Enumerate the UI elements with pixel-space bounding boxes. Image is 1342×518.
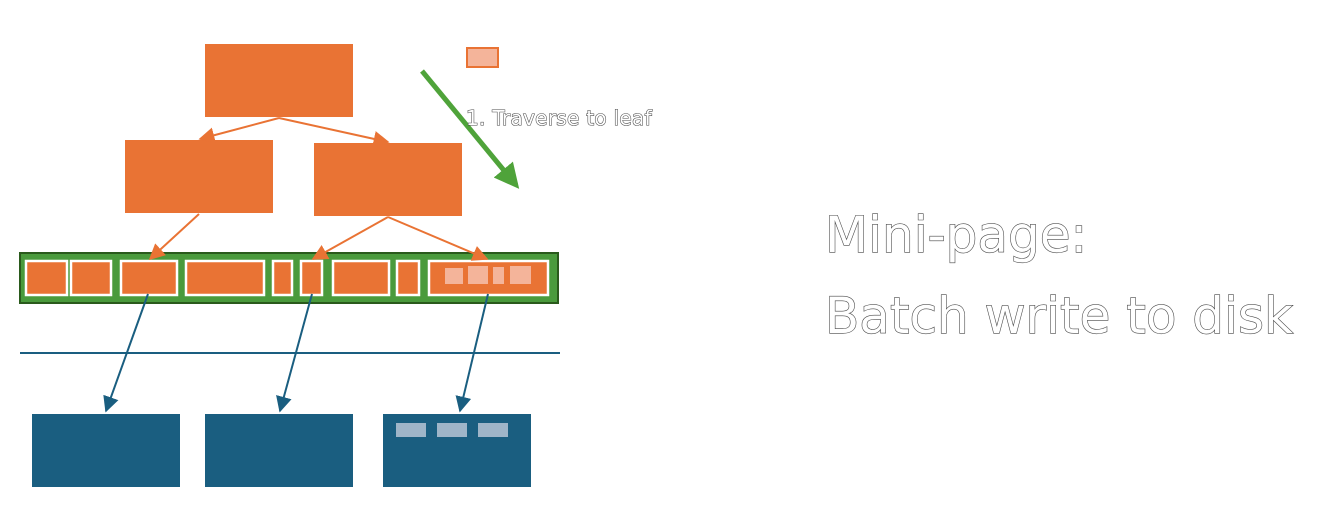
incoming-record <box>466 47 499 68</box>
writeback-arrow <box>276 293 313 413</box>
disk-record <box>396 423 426 437</box>
buffered-record <box>510 266 531 284</box>
edge-right-to-minipage-a <box>311 216 389 260</box>
writeback-arrow <box>455 293 489 413</box>
headline-line-1: Mini-page: <box>825 206 1087 264</box>
headline-line-2: Batch write to disk <box>825 287 1293 345</box>
inner-node-right <box>314 143 462 216</box>
mini-page <box>24 259 69 297</box>
disk-page <box>32 414 180 487</box>
mini-page <box>395 259 421 297</box>
disk-record <box>437 423 467 437</box>
mini-page <box>331 259 391 297</box>
mini-page <box>184 259 266 297</box>
buffered-record <box>468 266 488 284</box>
traverse-arrow <box>420 69 520 189</box>
buffered-record <box>493 267 504 284</box>
disk-page <box>205 414 353 487</box>
mini-page <box>299 259 324 297</box>
inner-node-left <box>125 140 273 213</box>
edge-right-to-minipage-b <box>387 216 489 261</box>
root-node <box>205 44 353 117</box>
edge-left-to-minipage <box>148 213 200 261</box>
writeback-arrow <box>103 293 149 413</box>
buffered-record <box>445 268 463 284</box>
edge-root-to-right <box>278 117 390 147</box>
disk-record <box>478 423 508 437</box>
mini-page <box>271 259 294 297</box>
mini-page <box>119 259 179 297</box>
edge-root-to-left <box>198 117 280 144</box>
step-label: 1. Traverse to leaf <box>466 106 653 130</box>
mini-page <box>69 259 113 297</box>
